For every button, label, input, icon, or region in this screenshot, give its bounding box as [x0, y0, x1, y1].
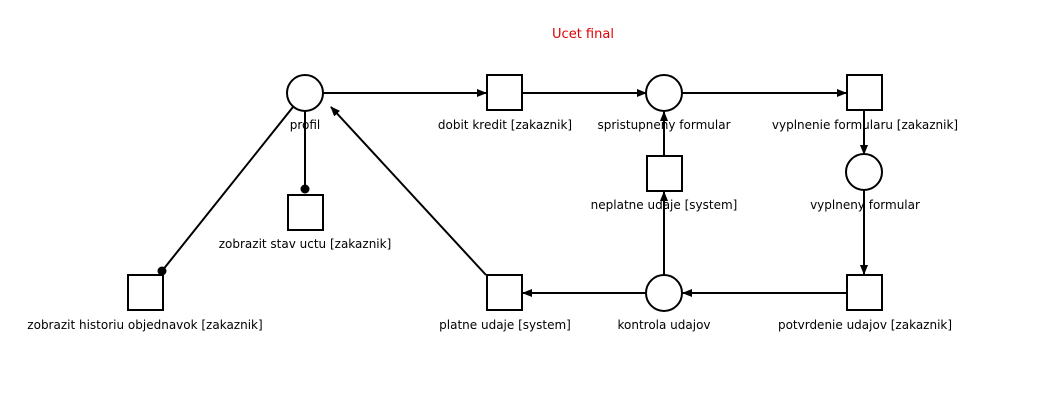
transition-zobrazit-stav-uctu [287, 194, 324, 231]
place-vyplneny-formular [845, 153, 883, 191]
places [286, 74, 883, 312]
transition-vyplnenie-formularu [846, 74, 883, 111]
transition-dobit-kredit [486, 74, 523, 111]
arc-platne-udaje-to-profil [330, 106, 487, 276]
label-profil: profil [290, 118, 321, 132]
transitions [127, 74, 883, 311]
label-dobit-kredit: dobit kredit [zakaznik] [438, 118, 572, 132]
labels: profil dobit kredit [zakaznik] spristupn… [27, 118, 958, 332]
diagram-title: Ucet final [552, 27, 614, 42]
label-kontrola-udajov: kontrola udajov [617, 318, 710, 332]
label-neplatne-udaje: neplatne udaje [system] [591, 198, 738, 212]
transition-neplatne-udaje [646, 155, 683, 192]
read-arc-dot-zobrazit-stav-uctu [300, 184, 310, 194]
transition-zobrazit-historiu [127, 274, 164, 311]
place-profil [286, 74, 324, 112]
transition-platne-udaje [486, 274, 523, 311]
label-platne-udaje: platne udaje [system] [439, 318, 571, 332]
place-spristupneny-formular [645, 74, 683, 112]
label-vyplneny-formular: vyplneny formular [810, 198, 920, 212]
transition-potvrdenie-udajov [846, 274, 883, 311]
label-zobrazit-historiu: zobrazit historiu objednavok [zakaznik] [27, 318, 262, 332]
read-arc-profil-to-zobrazit-historiu [161, 106, 294, 272]
label-spristupneny-formular: spristupneny formular [597, 118, 730, 132]
label-potvrdenie-udajov: potvrdenie udajov [zakaznik] [778, 318, 952, 332]
place-kontrola-udajov [645, 274, 683, 312]
arcs [157, 89, 868, 297]
label-zobrazit-stav-uctu: zobrazit stav uctu [zakaznik] [219, 237, 392, 251]
read-arc-dot-zobrazit-historiu [157, 266, 167, 276]
label-vyplnenie-formularu: vyplnenie formularu [zakaznik] [772, 118, 958, 132]
